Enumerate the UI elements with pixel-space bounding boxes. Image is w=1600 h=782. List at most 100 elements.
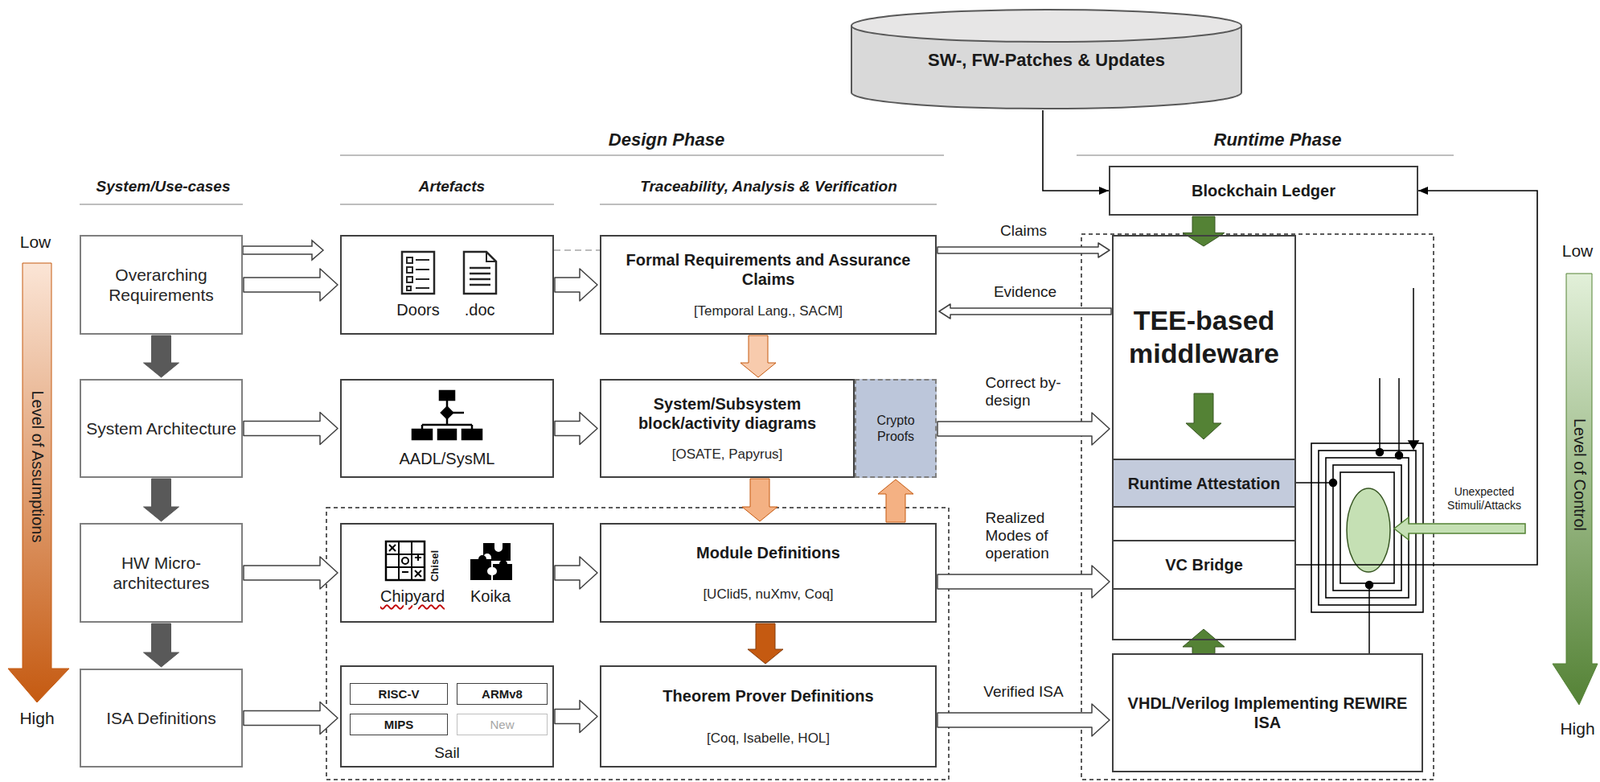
- icon-group: ChiselChipyardKoika: [369, 539, 526, 606]
- flow-connector: [243, 556, 338, 589]
- attestation-band: Runtime Attestation: [1113, 458, 1295, 508]
- box-label: HW Micro-architectures: [86, 552, 237, 593]
- box-label: Runtime Attestation: [1128, 473, 1280, 493]
- document-icon: [462, 250, 498, 296]
- flow-connector: [143, 335, 180, 378]
- language-label: Chisel: [428, 549, 442, 582]
- box-label: [Temporal Lang., SACM]: [693, 303, 843, 320]
- free-label: Low: [1562, 241, 1594, 261]
- connector-label: Verified ISA: [980, 682, 1066, 701]
- free-label: Level of Assumptions: [28, 390, 47, 543]
- flow-connector: [243, 268, 338, 301]
- free-label: Design Phase: [608, 129, 725, 151]
- artefact-label: AADL/SysML: [399, 448, 496, 468]
- box-label: Crypto Proofs: [859, 412, 932, 444]
- free-label: Traceability, Analysis & Verification: [640, 177, 898, 196]
- flow-connector: [554, 412, 598, 445]
- box-label: New: [489, 717, 514, 732]
- trace-line: [553, 249, 600, 251]
- artefact-label: Koika: [470, 586, 511, 606]
- box-label: Blockchain Ledger: [1191, 180, 1336, 201]
- flow-connector: [877, 479, 914, 522]
- isa-box: ARMv8: [456, 682, 548, 705]
- connector-label: Claims: [997, 221, 1050, 240]
- use-case-box: HW Micro-architectures: [79, 522, 243, 623]
- artefact-label: Doors: [396, 299, 439, 320]
- icon-group: Koika: [467, 539, 514, 606]
- icon-group: Chisel: [384, 539, 442, 582]
- flow-connector: [554, 700, 598, 733]
- flow-connector: [742, 478, 778, 522]
- box-label: ISA Definitions: [106, 707, 217, 728]
- box-label: System Architecture: [86, 418, 237, 439]
- connector-label: Evidence: [991, 283, 1059, 301]
- artefact-label: .doc: [464, 299, 496, 320]
- use-case-box: System Architecture: [79, 378, 243, 478]
- flow-connector: [740, 335, 776, 378]
- isa-box: RISC-V: [349, 682, 448, 705]
- box-label: System/Subsystem block/activity diagrams: [609, 393, 846, 433]
- flow-connector: [747, 623, 784, 664]
- flow-connector: [243, 701, 338, 735]
- icon-group: Doors: [396, 250, 439, 320]
- icon: [400, 250, 436, 296]
- inner-flow-arrow: [1185, 393, 1222, 439]
- flow-connector: [1182, 216, 1225, 247]
- artefact-box: AADL/SysML: [340, 378, 554, 478]
- connector-label: Correct by-design: [983, 373, 1065, 410]
- analysis-box: Module Definitions[UClid5, nuXmv, Coq]: [599, 522, 937, 623]
- design-region: [326, 507, 949, 780]
- proof-box: Crypto Proofs: [854, 378, 937, 478]
- free-label: Level of Control: [1570, 418, 1589, 531]
- ring-wires: [1296, 287, 1419, 653]
- flow-connector: [937, 703, 1110, 736]
- icon-group: ChiselChipyard: [380, 539, 445, 606]
- icon-group: Doors .doc: [385, 250, 509, 320]
- artefact-box: Sail RISC-V ARMv8MIPS New: [340, 664, 554, 768]
- artefact-box: Doors .doc: [340, 234, 554, 335]
- connector-label: Realized Modes of operation: [983, 508, 1065, 563]
- middleware-box: TEE-based middlewareRuntime AttestationV…: [1111, 234, 1297, 640]
- flow-connector: [937, 242, 1110, 258]
- use-case-box: ISA Definitions: [79, 668, 243, 768]
- box-label: RISC-V: [378, 686, 420, 702]
- architecture-icon: [410, 389, 484, 441]
- box-label: Theorem Prover Definitions: [662, 685, 874, 706]
- icon-group: .doc: [462, 250, 498, 320]
- hardware-box: VHDL/Verilog Implementing REWIRE ISA: [1111, 652, 1424, 772]
- runtime-region: [1081, 233, 1434, 780]
- flow-connector: [937, 412, 1110, 445]
- core-ellipse: [1346, 488, 1391, 572]
- flow-connector: [143, 623, 180, 667]
- box-label: Sail: [434, 743, 460, 763]
- flow-connector: [554, 268, 598, 301]
- flow-connector: [939, 303, 1112, 319]
- box-label: VHDL/Verilog Implementing REWIRE ISA: [1120, 693, 1416, 732]
- artefact-box: ChiselChipyardKoika: [340, 522, 554, 623]
- flow-connector: [554, 556, 598, 589]
- analysis-box: Theorem Prover Definitions [Coq, Isabelle…: [599, 664, 937, 768]
- attack-arrow: [1394, 516, 1526, 540]
- icon: [467, 539, 514, 582]
- free-label: System/Use-cases: [96, 177, 231, 196]
- flow-connector: [1042, 110, 1109, 195]
- ledger-box: Blockchain Ledger: [1108, 165, 1419, 216]
- flow-connector: [243, 412, 338, 445]
- chisel-icon: [384, 539, 427, 582]
- box-label: [OSATE, Papyrus]: [672, 446, 784, 463]
- artefact-label: Chipyard: [380, 586, 445, 606]
- bridge-band: VC Bridge: [1113, 539, 1295, 590]
- free-label: Artefacts: [418, 177, 485, 196]
- isa-box: MIPS: [349, 713, 448, 735]
- box-label: TEE-based middleware: [1113, 303, 1295, 370]
- puzzle-icon: [467, 539, 514, 582]
- analysis-box: System/Subsystem block/activity diagrams…: [599, 378, 855, 478]
- use-case-box: Overarching Requirements: [79, 234, 243, 335]
- analysis-box: Formal Requirements and Assurance Claims…: [599, 234, 937, 335]
- box-label: MIPS: [384, 717, 415, 732]
- free-label: Unexpected Stimuli/Attacks: [1436, 484, 1532, 513]
- box-label: [Coq, Isabelle, HOL]: [706, 730, 830, 747]
- isa-box: New: [456, 713, 548, 735]
- free-label: Runtime Phase: [1214, 129, 1342, 151]
- box-label: Overarching Requirements: [86, 264, 237, 305]
